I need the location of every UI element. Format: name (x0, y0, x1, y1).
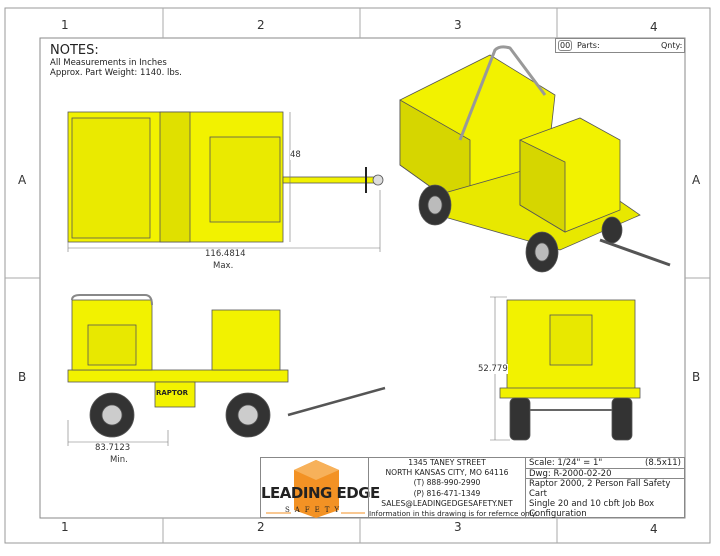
zone-col-3: 3 (454, 18, 462, 32)
zone-col-1-bottom: 1 (61, 520, 69, 534)
zone-row-b-right: B (692, 370, 701, 384)
description-line-1: Raptor 2000, 2 Person Fall Safety (529, 479, 671, 489)
description-line-3: Single 20 and 10 cbft Job Box (529, 499, 655, 509)
isometric-view (399, 45, 671, 273)
phone-local: (P) 816-471-1349 (413, 488, 481, 498)
zone-col-2-bottom: 2 (257, 520, 265, 534)
notes: NOTES: All Measurements in Inches Approx… (50, 43, 182, 78)
zone-col-2: 2 (257, 18, 265, 32)
zone-row-a-right: A (692, 173, 701, 187)
company-address: 1345 TANEY STREET NORTH KANSAS CITY, MO … (368, 457, 538, 519)
description-line-2: Cart (529, 489, 547, 499)
side-dimensions (67, 420, 169, 446)
description-line-4: Configuration (529, 509, 587, 519)
sheet-size: (8.5x11) (645, 458, 681, 468)
disclaimer: Information in this drawing is for refer… (369, 509, 538, 519)
dim-top-length-note: Max. (213, 261, 234, 271)
raptor-decal: RAPTOR (156, 389, 189, 397)
phone-toll-free: (T) 888-990-2990 (413, 478, 481, 488)
top-view (67, 111, 384, 243)
dim-front-height: 52.779 (478, 364, 508, 374)
dim-side-length-note: Min. (110, 455, 128, 465)
top-dimensions (67, 112, 381, 252)
parts-label: Parts: (577, 41, 600, 50)
company-logo: LEADING EDGE SAFETY (260, 457, 380, 518)
zone-col-4: 4 (650, 20, 658, 34)
scale: Scale: 1/24" = 1" (529, 458, 603, 468)
zone-col-3-bottom: 3 (454, 520, 462, 534)
front-view (499, 299, 641, 441)
dim-top-length: 116.4814 (205, 249, 246, 259)
zone-col-1: 1 (61, 18, 69, 32)
parts-table: 00 Parts: Qnty: (555, 38, 685, 53)
notes-title: NOTES: (50, 43, 99, 58)
zone-row-a: A (18, 173, 27, 187)
drawing-description: Raptor 2000, 2 Person Fall Safety Cart S… (525, 478, 685, 519)
dim-top-height: 48 (290, 150, 301, 160)
qty-label: Qnty: (661, 41, 683, 50)
item-number: 00 (558, 40, 573, 51)
note-weight: Approx. Part Weight: 1140. lbs. (50, 68, 182, 78)
zone-row-b: B (18, 370, 27, 384)
dim-side-length: 83.7123 (95, 443, 131, 453)
address-city: NORTH KANSAS CITY, MO 64116 (385, 468, 509, 478)
zone-col-4-bottom: 4 (650, 522, 658, 536)
note-units: All Measurements in Inches (50, 58, 167, 68)
sales-email: SALES@LEADINGEDGESAFETY.NET (381, 498, 513, 508)
address-street: 1345 TANEY STREET (408, 458, 486, 467)
side-view (67, 294, 386, 438)
